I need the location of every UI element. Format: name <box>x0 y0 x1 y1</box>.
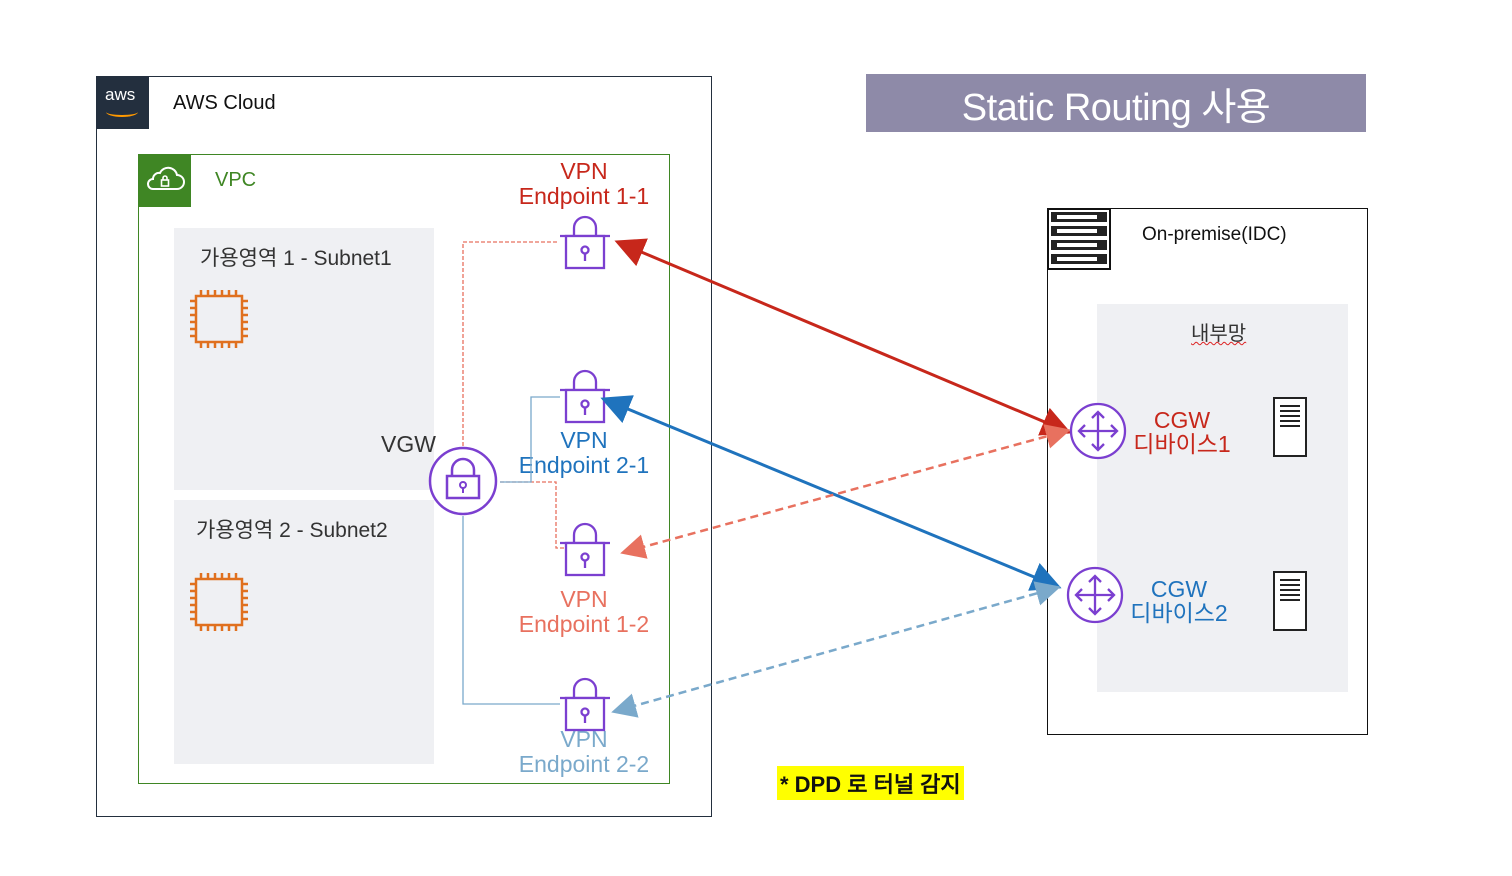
onprem-label: On-premise(IDC) <box>1142 224 1287 245</box>
tunnel-2-1-arrow <box>600 395 1062 591</box>
tunnel-2-2-arrow <box>611 581 1061 718</box>
subnet-az1-label: 가용영역 1 - Subnet1 <box>200 247 392 270</box>
vgw-connector-1-1 <box>462 241 558 452</box>
cgw-device2-line1: CGW <box>1150 576 1208 602</box>
cgw-router-icon-1 <box>1069 402 1127 460</box>
vpn-endpoint-1-2-icon <box>560 522 610 577</box>
vgw-connector-2-2 <box>462 516 560 705</box>
diagram-title: Static Routing 사용 <box>866 74 1366 132</box>
cgw-router-icon-2 <box>1066 566 1124 624</box>
subnet-az2 <box>174 500 434 764</box>
internal-network-label: 내부망 <box>1191 323 1247 345</box>
subnet-az1 <box>174 228 434 490</box>
vpn-endpoint-2-2-icon <box>560 677 610 732</box>
cgw-device2-line2: 디바이스2 <box>1130 600 1228 626</box>
aws-logo-text: aws <box>105 85 136 104</box>
endpoint-1-1-label: VPN Endpoint 1-1 <box>494 159 674 209</box>
cgw-device1-line2: 디바이스1 <box>1133 431 1231 457</box>
aws-smile-icon <box>106 107 138 117</box>
vgw-connector-1-2 <box>500 481 575 549</box>
server-icon-1 <box>1273 397 1307 457</box>
tunnel-1-1-arrow <box>614 238 1072 436</box>
vpn-endpoint-1-1-icon <box>560 215 610 270</box>
cgw-device1-label: CGW 디바이스1 <box>1122 408 1242 456</box>
tunnel-1-2-arrow <box>620 424 1071 559</box>
ec2-instance-icon-2 <box>190 573 248 631</box>
vpn-endpoint-2-1-icon <box>560 369 610 424</box>
vgw-connector-2-1 <box>500 396 560 483</box>
subnet-az2-label: 가용영역 2 - Subnet2 <box>196 519 388 542</box>
cgw-device2-label: CGW 디바이스2 <box>1119 577 1239 625</box>
vpc-cloud-icon <box>139 155 191 207</box>
server-icon-2 <box>1273 571 1307 631</box>
diagram-title-text: Static Routing 사용 <box>961 86 1271 129</box>
vpc-label: VPC <box>215 169 257 191</box>
endpoint-2-1-line1: VPN <box>560 427 608 453</box>
dpd-note: * DPD 로 터널 감지 <box>777 766 964 800</box>
endpoint-1-2-line1: VPN <box>560 586 608 612</box>
aws-cloud-label: AWS Cloud <box>173 92 276 114</box>
vgw-label: VGW <box>381 431 436 457</box>
aws-logo-icon: aws <box>97 77 149 129</box>
vgw-lock-icon <box>428 446 498 516</box>
endpoint-1-1-line1: VPN <box>560 158 608 184</box>
endpoint-2-2-line2: Endpoint 2-2 <box>518 751 650 777</box>
endpoint-1-1-line2: Endpoint 1-1 <box>518 183 650 209</box>
ec2-instance-icon-1 <box>190 290 248 348</box>
cgw-device1-line1: CGW <box>1153 407 1211 433</box>
